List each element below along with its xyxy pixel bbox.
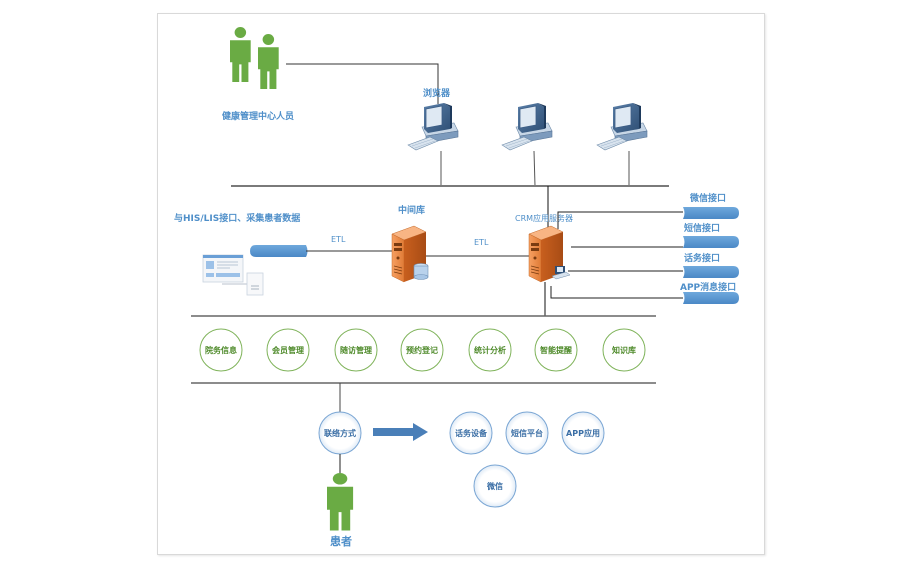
- module-circle: 会员管理: [266, 328, 310, 372]
- contact-channel-shape: [561, 411, 605, 455]
- svg-text:短信接口: 短信接口: [684, 222, 720, 234]
- svg-text:微信接口: 微信接口: [689, 192, 726, 204]
- contact-channel-label: APP应用: [566, 428, 600, 438]
- module-label: 统计分析: [474, 345, 506, 355]
- his-lis-label: 与HIS/LIS接口、采集患者数据: [174, 212, 300, 224]
- contact-channel-shape: [505, 411, 549, 455]
- module-label: 会员管理: [272, 345, 304, 355]
- desktop-computer-icon: [501, 102, 553, 151]
- svg-text:联络方式: 联络方式: [324, 428, 356, 438]
- module-circle: 知识库: [602, 328, 646, 372]
- call-interface: 话务接口: [683, 252, 739, 278]
- module-circle-shape: [602, 328, 646, 372]
- contact-channel-shape: [449, 411, 493, 455]
- module-circle-shape: [266, 328, 310, 372]
- his-interface-bar: [250, 245, 308, 257]
- sms-interface: 短信接口: [683, 222, 739, 248]
- crm-label: CRM应用服务器: [515, 213, 573, 223]
- database-server-icon: [391, 225, 429, 283]
- etl-right-label: ETL: [474, 238, 489, 247]
- module-label: 随访管理: [340, 345, 372, 355]
- module-circle: 预约登记: [400, 328, 444, 372]
- svg-text:APP消息接口: APP消息接口: [680, 281, 736, 293]
- contact-channel-label: 微信: [486, 481, 503, 491]
- contact-channel-label: 短信平台: [511, 428, 543, 438]
- module-circle-shape: [534, 328, 578, 372]
- module-circle-shape: [199, 328, 243, 372]
- svg-text:话务接口: 话务接口: [684, 252, 720, 264]
- desktop-computer-icon: [407, 102, 459, 151]
- module-circle: 统计分析: [468, 328, 512, 372]
- module-label: 院务信息: [205, 345, 237, 355]
- right-arrow-icon: [373, 423, 428, 441]
- contact-channel-shape: [473, 464, 517, 508]
- etl-left-label: ETL: [331, 235, 346, 244]
- his-system-icon: [202, 254, 264, 296]
- browser-label: 浏览器: [423, 87, 451, 99]
- module-circle: 随访管理: [334, 328, 378, 372]
- module-circle-shape: [334, 328, 378, 372]
- staff-browser-link: [286, 63, 439, 104]
- module-circle: 院务信息: [199, 328, 243, 372]
- patient-label: 患者: [330, 534, 352, 548]
- wechat-interface: 微信接口: [683, 192, 739, 219]
- people-group-icon: [230, 27, 279, 89]
- contact-channel: 短信平台: [505, 411, 549, 455]
- crm-server-icon: [528, 225, 571, 283]
- contact-channel: APP应用: [561, 411, 605, 455]
- module-label: 预约登记: [406, 345, 438, 355]
- contact-channel: 微信: [473, 464, 517, 508]
- module-label: 智能提醒: [540, 345, 572, 355]
- module-circle-shape: [468, 328, 512, 372]
- contact-channel: 话务设备: [449, 411, 493, 455]
- staff-label: 健康管理中心人员: [222, 110, 294, 122]
- contact-hub: 联络方式: [318, 411, 362, 455]
- contact-channel-label: 话务设备: [455, 428, 488, 438]
- app-message-interface: APP消息接口: [680, 281, 739, 304]
- patient-person-icon: [327, 473, 354, 531]
- desktop-computer-icon: [596, 102, 648, 151]
- module-label: 知识库: [612, 345, 636, 355]
- module-circle: 智能提醒: [534, 328, 578, 372]
- middleware-label: 中间库: [398, 204, 425, 216]
- module-circle-shape: [400, 328, 444, 372]
